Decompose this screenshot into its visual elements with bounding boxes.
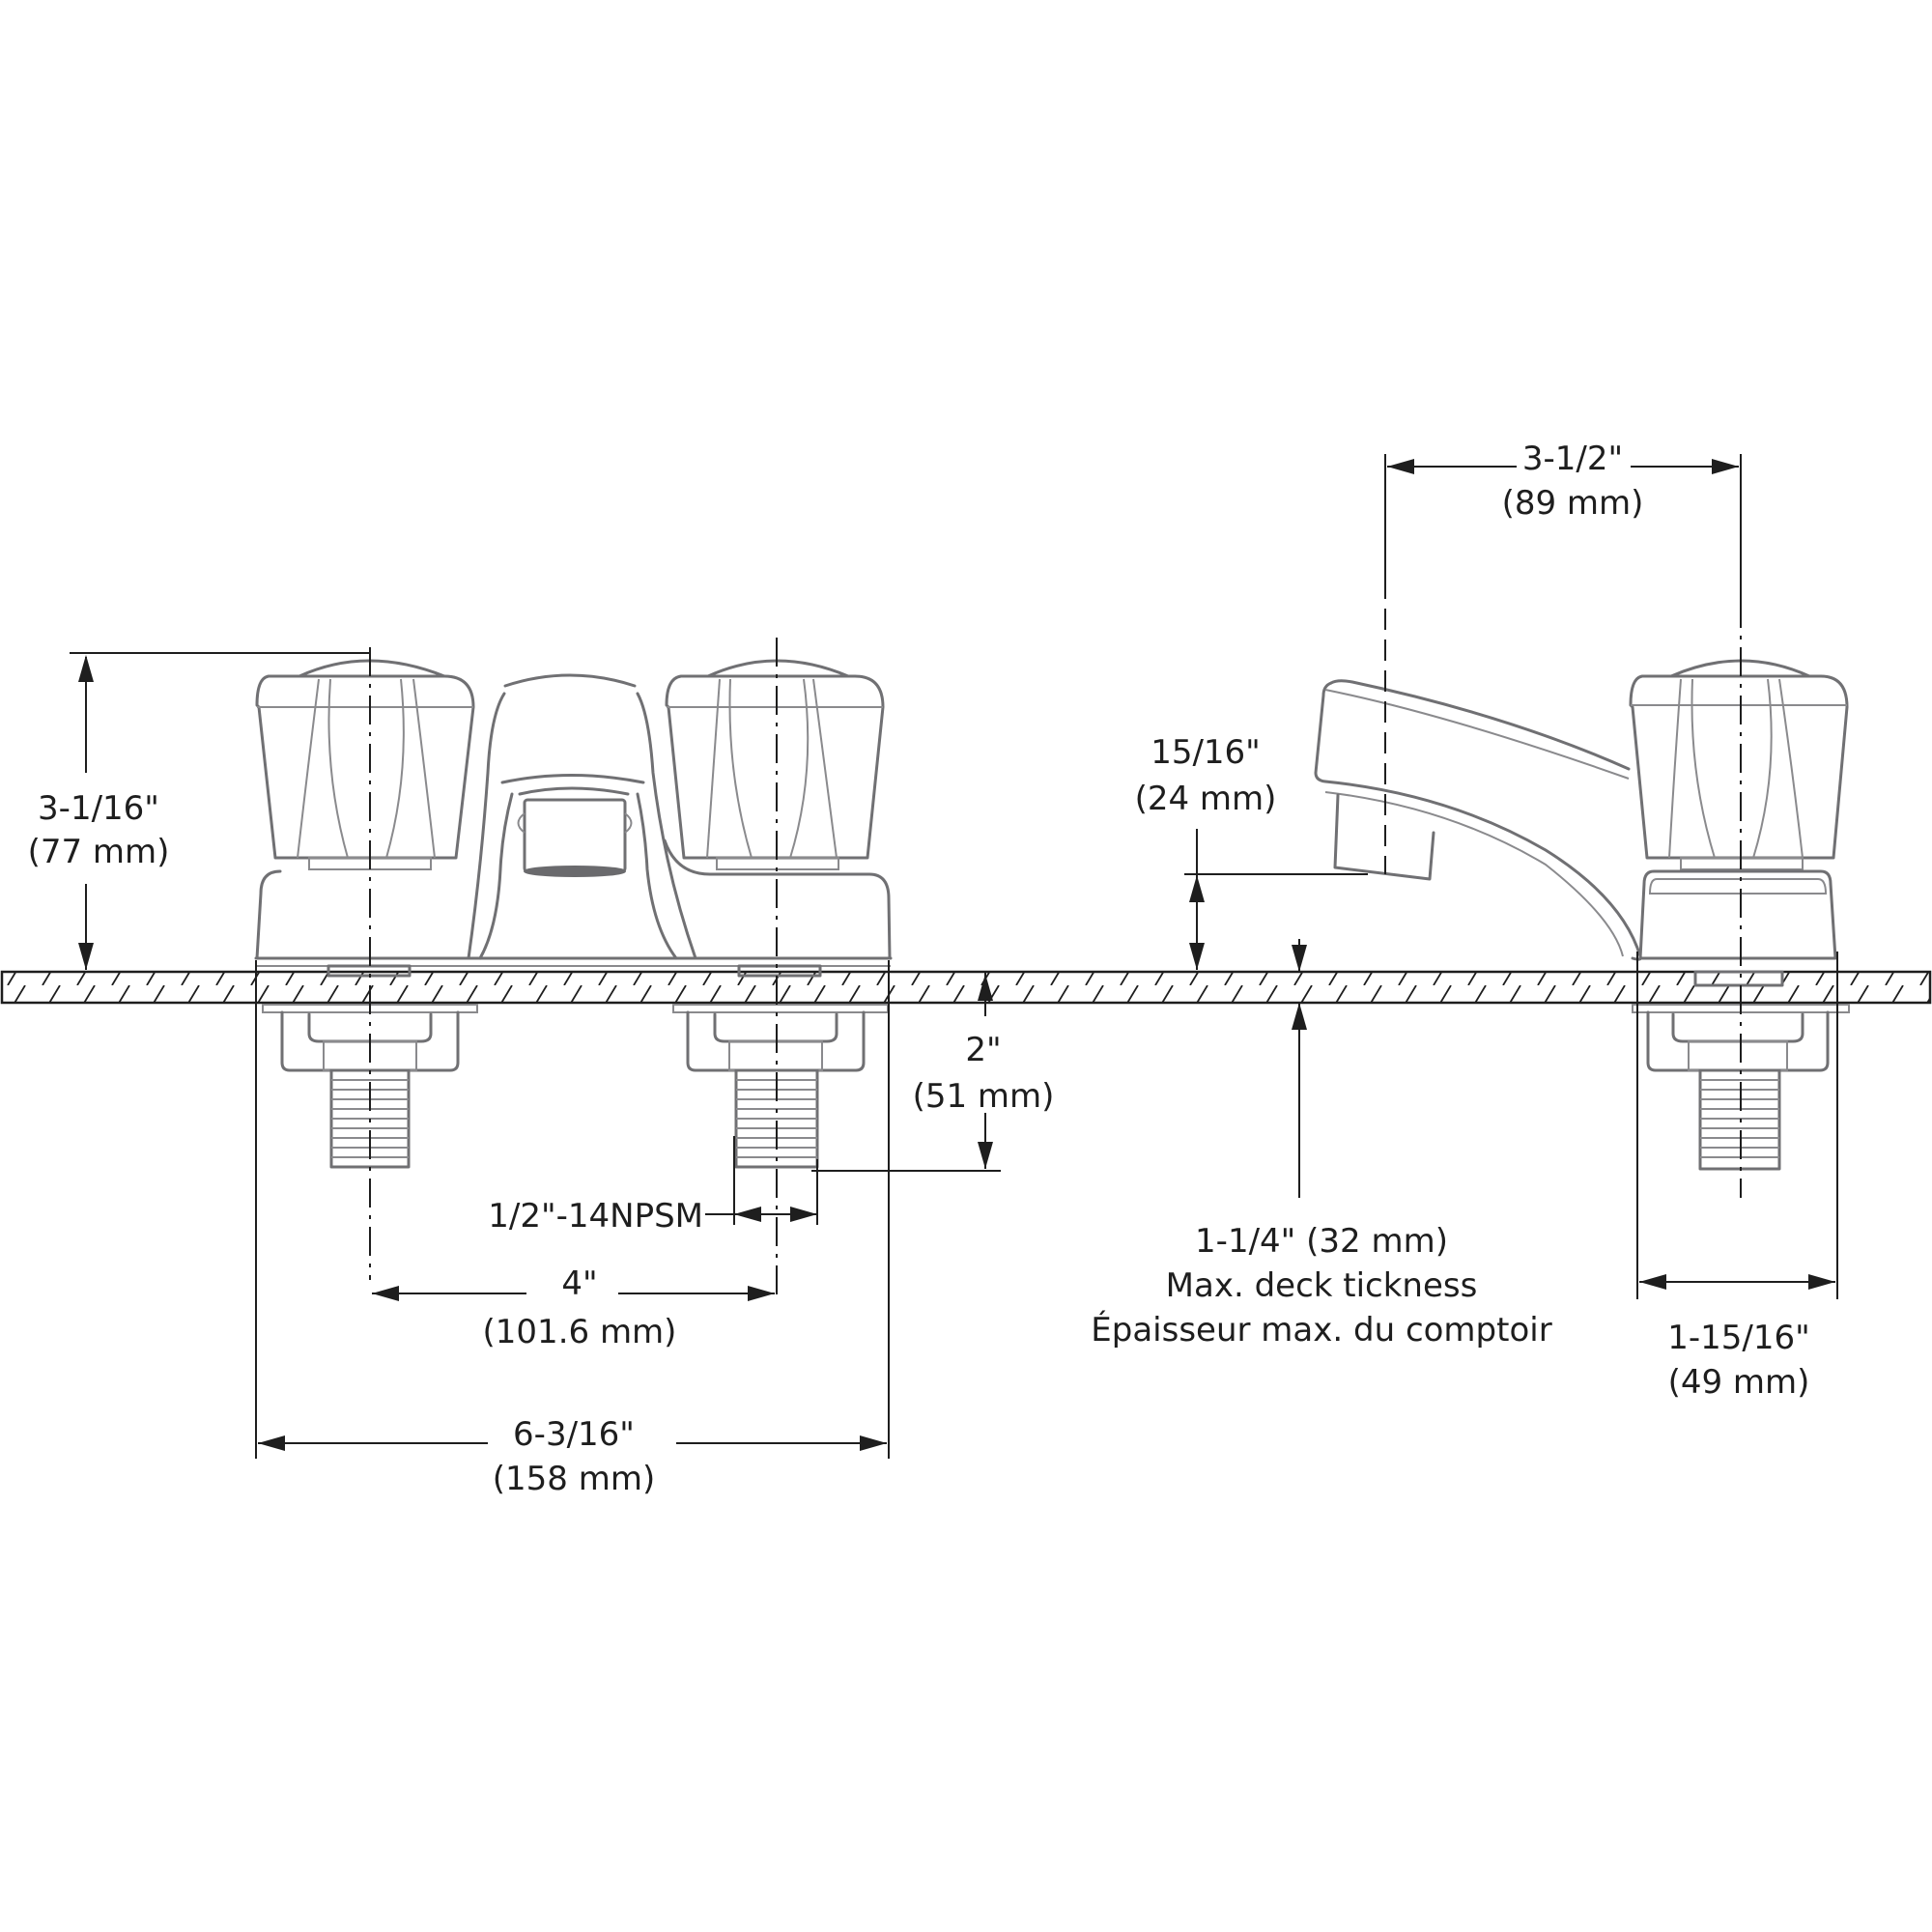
front-view-right-handle xyxy=(665,659,885,870)
spout-reach-imperial: 3-1/2" xyxy=(1522,440,1623,478)
countertop-deck xyxy=(0,970,1932,1005)
dimension-base-depth: 1-15/16" (49 mm) xyxy=(1636,952,1838,1402)
dimension-thread-spec: 1/2"-14NPSM xyxy=(488,1136,818,1236)
dimension-center-spacing: 4" (101.6 mm) xyxy=(372,1264,775,1351)
base-depth-metric: (49 mm) xyxy=(1668,1363,1810,1402)
dimension-overall-height: 3-1/16" (77 mm) xyxy=(28,652,370,970)
center-spacing-metric: (101.6 mm) xyxy=(483,1313,677,1351)
dimension-spout-reach: 3-1/2" (89 mm) xyxy=(1384,440,1742,618)
front-view-center-body xyxy=(254,673,893,967)
center-spacing-imperial: 4" xyxy=(561,1264,597,1303)
side-view-shank xyxy=(1632,970,1850,1171)
spout-clearance-metric: (24 mm) xyxy=(1135,780,1277,818)
thread-spec-label: 1/2"-14NPSM xyxy=(488,1197,703,1236)
side-view-spout xyxy=(1314,679,1642,961)
dimension-spout-clearance: 15/16" (24 mm) xyxy=(1135,733,1368,970)
deck-thickness-label-fr: Épaisseur max. du comptoir xyxy=(1091,1310,1551,1350)
base-depth-imperial: 1-15/16" xyxy=(1667,1319,1810,1357)
front-view-left-handle xyxy=(255,659,475,960)
overall-height-metric: (77 mm) xyxy=(28,833,170,871)
base-width-metric: (158 mm) xyxy=(493,1460,655,1498)
dimension-base-width: 6-3/16" (158 mm) xyxy=(255,960,890,1498)
shank-length-imperial: 2" xyxy=(965,1031,1001,1069)
overall-height-imperial: 3-1/16" xyxy=(38,789,159,828)
dimension-shank-length: 2" (51 mm) xyxy=(811,972,1055,1172)
spout-reach-metric: (89 mm) xyxy=(1502,484,1644,523)
base-width-imperial: 6-3/16" xyxy=(513,1415,635,1454)
spout-clearance-imperial: 15/16" xyxy=(1151,733,1261,772)
deck-thickness-value: 1-1/4" (32 mm) xyxy=(1195,1222,1448,1261)
dimension-deck-thickness: 1-1/4" (32 mm) Max. deck tickness Épaiss… xyxy=(1091,939,1552,1350)
shank-length-metric: (51 mm) xyxy=(913,1077,1055,1116)
deck-thickness-label-en: Max. deck tickness xyxy=(1166,1266,1478,1305)
side-view-handle xyxy=(1629,659,1849,960)
